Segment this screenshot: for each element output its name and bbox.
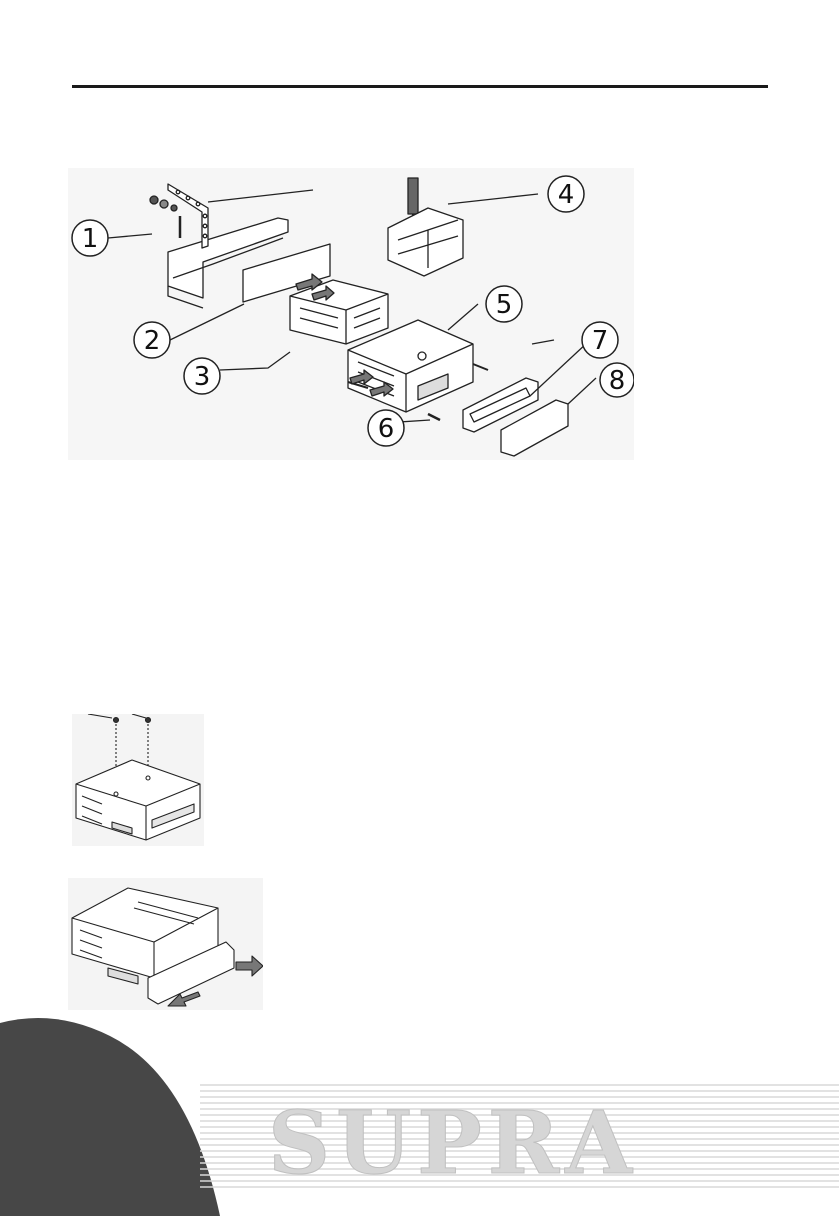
callout-4: 4 — [558, 180, 575, 210]
callout-1: 1 — [82, 224, 99, 254]
callout-5: 5 — [496, 290, 513, 320]
callout-3: 3 — [194, 362, 211, 392]
callout-6: 6 — [378, 414, 395, 444]
installation-exploded-diagram: 1 2 3 4 5 6 7 8 — [68, 168, 634, 460]
screw-removal-illustration — [72, 714, 204, 846]
callout-2: 2 — [144, 326, 161, 356]
unit-removal-illustration — [68, 878, 263, 1010]
corner-decoration — [0, 1016, 220, 1216]
callout-8: 8 — [609, 366, 626, 396]
header-rule — [72, 85, 768, 88]
callout-7: 7 — [592, 326, 609, 356]
brand-logo-text: SUPRA — [268, 1104, 728, 1184]
